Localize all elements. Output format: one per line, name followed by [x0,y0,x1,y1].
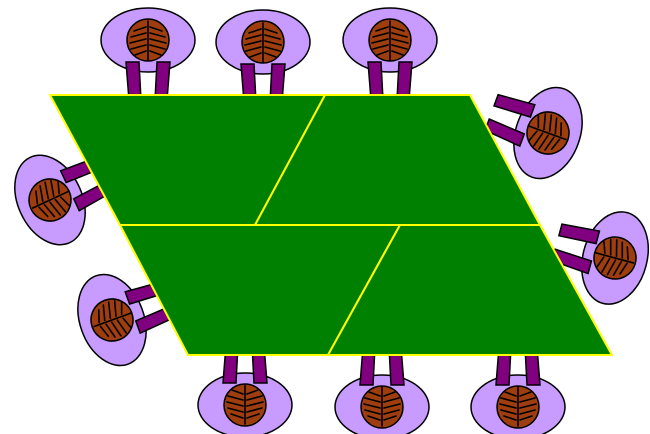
person-seated-icon person-top-3 [343,8,437,100]
person-seated-icon [343,8,437,100]
person-seated-icon person-bottom-3 [471,347,565,434]
person-seated-icon [335,347,429,434]
person-seated-icon person-top-2 [216,10,310,102]
person-seated-icon [471,347,565,434]
person-seated-icon person-bottom-2 [335,347,429,434]
person-seated-icon person-bottom-1 [198,345,292,434]
person-seated-icon [198,345,292,434]
person-seated-icon [216,10,310,102]
person-seated-icon [101,8,195,100]
person-seated-icon person-top-1 [101,8,195,100]
